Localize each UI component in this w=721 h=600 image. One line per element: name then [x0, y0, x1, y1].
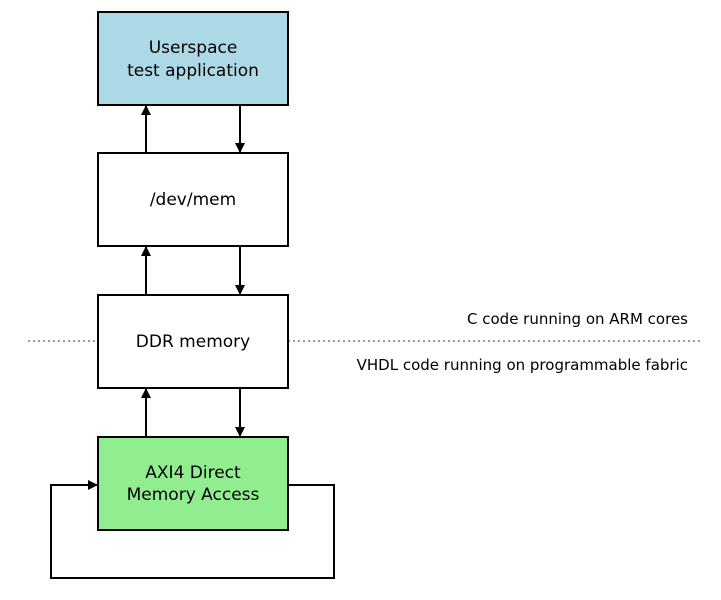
devmem-label: /dev/mem [150, 190, 236, 210]
ddr-memory-box: DDR memory [97, 294, 289, 389]
userspace-box: Userspace test application [97, 11, 289, 106]
arm-cores-label: C code running on ARM cores [467, 310, 688, 328]
programmable-fabric-label: VHDL code running on programmable fabric [357, 356, 688, 374]
devmem-box: /dev/mem [97, 152, 289, 247]
axi4-dma-box: AXI4 Direct Memory Access [97, 436, 289, 531]
userspace-label-line1: Userspace [149, 38, 238, 58]
userspace-label-line2: test application [127, 61, 259, 81]
ddr-memory-label: DDR memory [136, 332, 250, 352]
axi4-dma-label-line1: AXI4 Direct [145, 463, 241, 483]
axi4-dma-label-line2: Memory Access [127, 485, 260, 505]
axi-loopback-arrow [50, 480, 335, 579]
